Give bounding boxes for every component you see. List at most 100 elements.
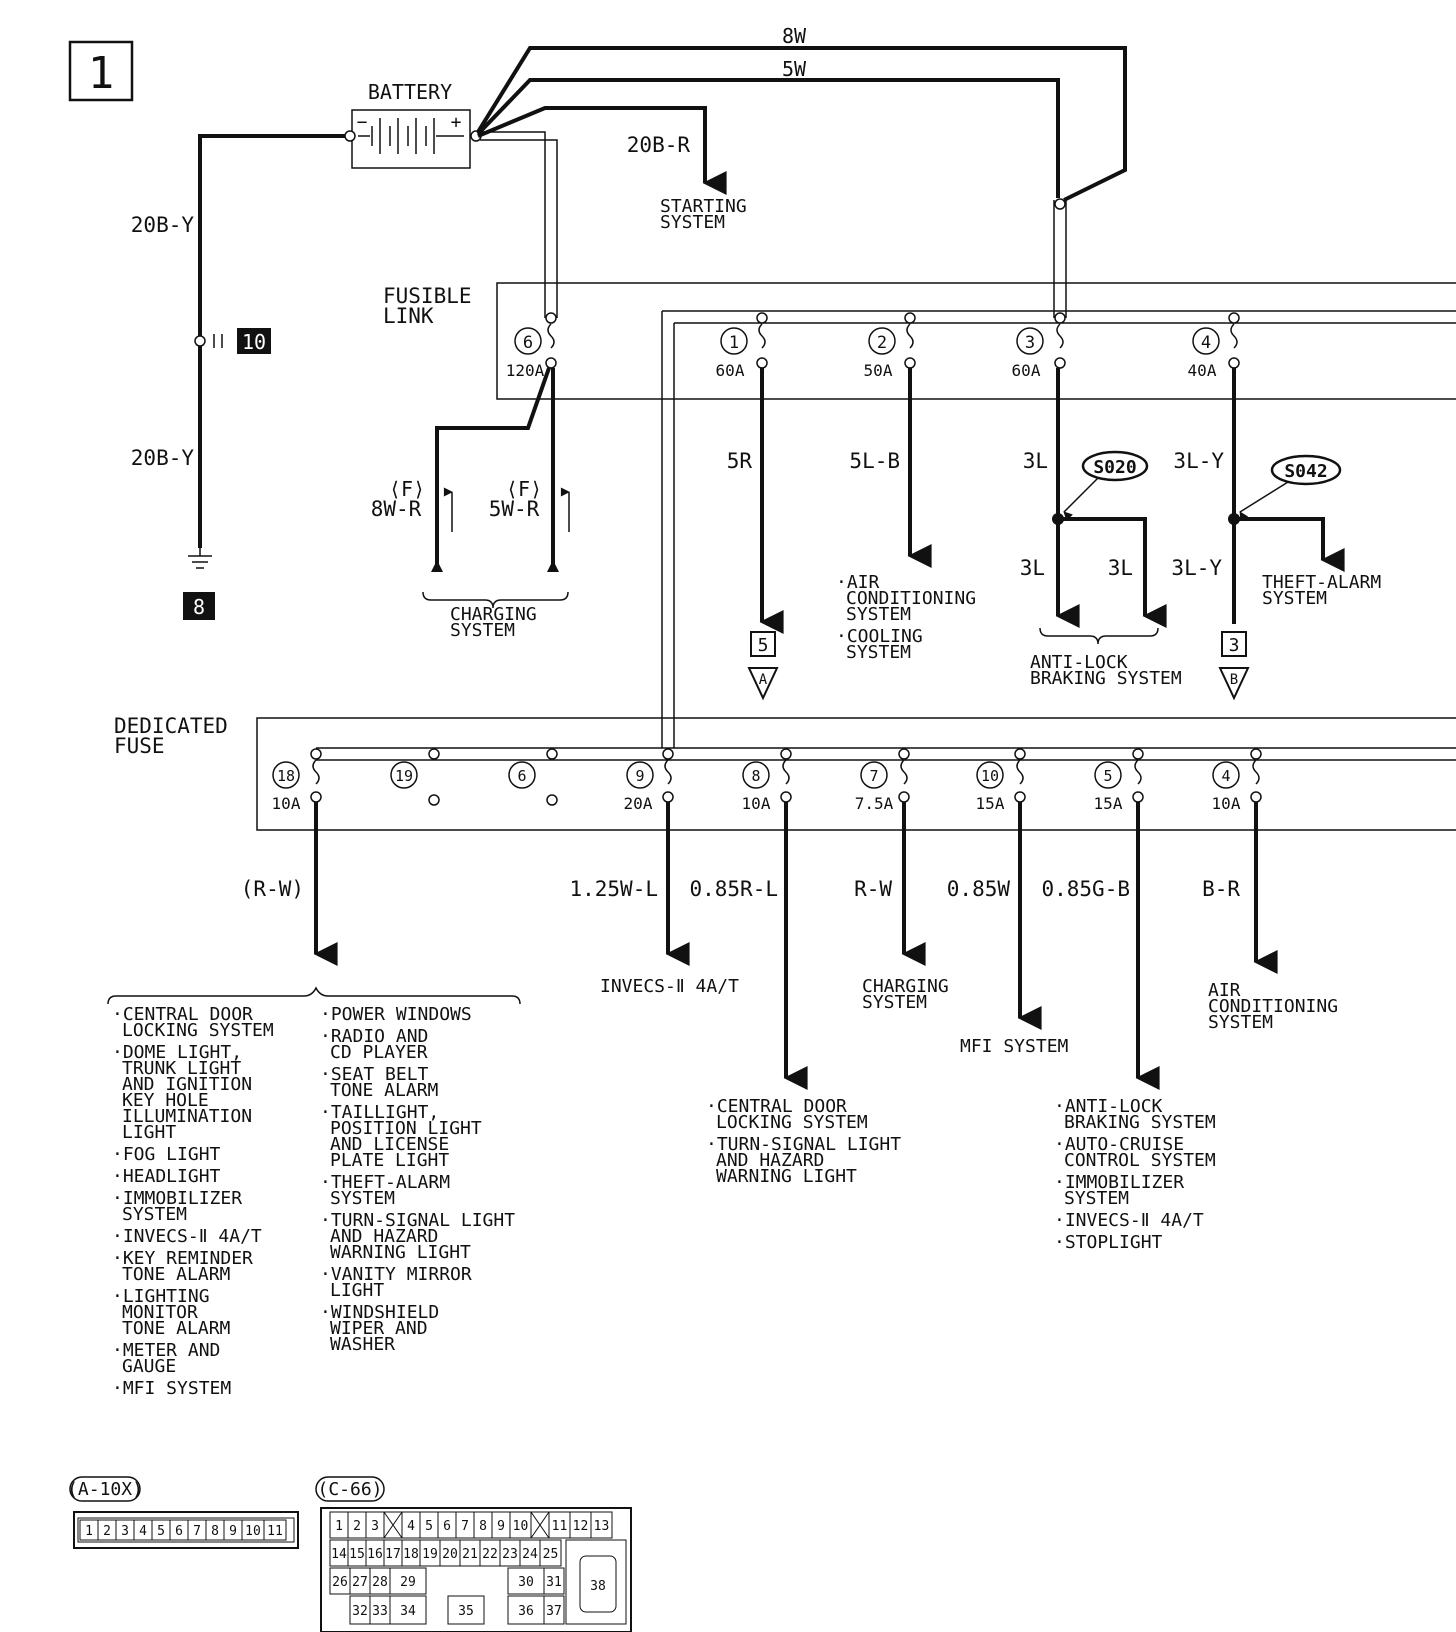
list-right-item: POSITION LIGHT [330, 1118, 482, 1139]
label-0.85W: 0.85W [947, 877, 1011, 901]
list-abs-item: BRAKING SYSTEM [1064, 1112, 1216, 1133]
connector-pin: 2 [97, 1519, 117, 1541]
splice-S020-badge [1081, 450, 1149, 482]
list-left-item: TONE ALARM [122, 1264, 231, 1285]
list-right: ·POWER WINDOWS ·RADIO AND CD PLAYER ·SEA… [320, 1004, 515, 1355]
svg-text:28: 28 [372, 1575, 388, 1590]
ac-system-2-line3: SYSTEM [1208, 1012, 1273, 1033]
svg-text:2: 2 [353, 1519, 361, 1534]
svg-text:5: 5 [425, 1519, 433, 1534]
dedicated-fuse-7-rating: 7.5A [855, 794, 894, 813]
label-3L-Y: 3L-Y [1173, 449, 1224, 473]
starting-system-line2: SYSTEM [660, 212, 725, 233]
list-left-item: ·CENTRAL DOOR [112, 1004, 253, 1025]
theft-alarm-line2: SYSTEM [1262, 588, 1327, 609]
battery-minus: − [357, 112, 368, 133]
svg-text:29: 29 [400, 1575, 416, 1590]
connector-pin: 21 [459, 1539, 481, 1567]
svg-text:26: 26 [332, 1575, 348, 1590]
label-0.85G-B: 0.85G-B [1041, 877, 1130, 901]
connector-pin [530, 1511, 550, 1539]
list-right-item: LIGHT [330, 1280, 384, 1301]
connector-c66-label: (C-66) [317, 1479, 382, 1500]
fusible-link-box [496, 282, 1456, 400]
label-3L-Y-b: 3L-Y [1171, 556, 1222, 580]
dedicated-fuse-9 [626, 748, 674, 803]
list-door-item: WARNING LIGHT [716, 1166, 857, 1187]
list-left-item: TONE ALARM [122, 1318, 231, 1339]
connector-pin: 30 [507, 1567, 545, 1595]
list-right-item: AND LICENSE [330, 1134, 449, 1155]
ac-system-2-line2: CONDITIONING [1208, 996, 1338, 1017]
svg-text:19: 19 [422, 1547, 438, 1562]
battery-negative-terminal [344, 130, 356, 142]
dedicated-fuse-title-1: DEDICATED [114, 714, 228, 738]
dedicated-fuse-18 [272, 748, 322, 803]
connector-pin: 16 [365, 1539, 385, 1567]
connector-pin: 10 [509, 1511, 532, 1539]
list-left-item: ·KEY REMINDER [112, 1248, 253, 1269]
ground-point-10-box [237, 328, 271, 354]
fusible-fuse-1-rating: 60A [716, 361, 745, 380]
label-5W: 5W [782, 57, 807, 81]
dedicated-fuse-9-num: 9 [635, 767, 644, 785]
abs-1-line2: BRAKING SYSTEM [1030, 668, 1182, 689]
connector-pin: 3 [365, 1511, 385, 1539]
svg-text:31: 31 [546, 1575, 562, 1590]
svg-text:13: 13 [594, 1519, 610, 1534]
label-1.25W-L: 1.25W-L [569, 877, 658, 901]
starting-system-line1: STARTING [660, 196, 747, 217]
list-left-item: LOCKING SYSTEM [122, 1020, 274, 1041]
wire-8W [476, 46, 1127, 202]
page-number: 1 [88, 48, 115, 99]
svg-text:27: 27 [352, 1575, 368, 1590]
label-8W-R: 8W-R [371, 497, 422, 521]
label-3L-a: 3L [1020, 556, 1045, 580]
list-door: ·CENTRAL DOOR LOCKING SYSTEM ·TURN-SIGNA… [706, 1096, 901, 1187]
ac-cooling-line4: ·COOLING [836, 626, 923, 647]
list-left-item: ·HEADLIGHT [112, 1166, 221, 1187]
connector-pin: 8 [473, 1511, 493, 1539]
connector-3: 3 [1229, 635, 1240, 656]
ac-cooling-line3: SYSTEM [846, 604, 911, 625]
svg-text:34: 34 [400, 1604, 416, 1619]
dedicated-fuse-title-2: FUSE [114, 734, 165, 758]
svg-text:7: 7 [461, 1519, 469, 1534]
fusible-fuse-3-rating: 60A [1012, 361, 1041, 380]
fusible-fuse-3 [1016, 312, 1066, 369]
dedicated-fuse-10-num: 10 [981, 767, 999, 785]
wire-5W [476, 78, 1060, 198]
connector-pin: 31 [543, 1567, 565, 1595]
fusible-fuse-2 [868, 312, 916, 369]
fusible-fuse-6-rating: 120A [506, 361, 545, 380]
theft-alarm-line1: THEFT-ALARM [1262, 572, 1381, 593]
connector-pin: 7 [455, 1511, 475, 1539]
label-8W: 8W [782, 24, 807, 48]
svg-text:36: 36 [518, 1604, 534, 1619]
connector-pin: 7 [187, 1519, 207, 1541]
svg-text:11: 11 [552, 1519, 568, 1534]
dedicated-fuse-7-num: 7 [869, 767, 878, 785]
list-right-item: ·TAILLIGHT, [320, 1102, 439, 1123]
connector-pin: 23 [499, 1539, 521, 1567]
connector-pin: 33 [369, 1595, 391, 1625]
svg-text:25: 25 [543, 1547, 559, 1562]
svg-text:4: 4 [139, 1524, 147, 1539]
ground-point-10: 10 [242, 330, 266, 354]
connector-pin [383, 1511, 403, 1539]
connector-pin: 11 [263, 1519, 287, 1541]
ground-symbol [188, 548, 212, 569]
list-left-item: ·MFI SYSTEM [112, 1378, 231, 1399]
fusible-link-title-1: FUSIBLE [383, 284, 472, 308]
svg-text:23: 23 [502, 1547, 518, 1562]
svg-text:30: 30 [518, 1575, 534, 1590]
list-door-item: AND HAZARD [716, 1150, 824, 1171]
svg-text:1: 1 [85, 1524, 93, 1539]
label-20B-Y-upper: 20B-Y [131, 213, 195, 237]
label-R-W-paren: (R-W) [241, 877, 304, 901]
svg-text:8: 8 [479, 1519, 487, 1534]
dedicated-fuse-18-rating: 10A [272, 794, 301, 813]
label-B-R: B-R [1202, 877, 1240, 901]
